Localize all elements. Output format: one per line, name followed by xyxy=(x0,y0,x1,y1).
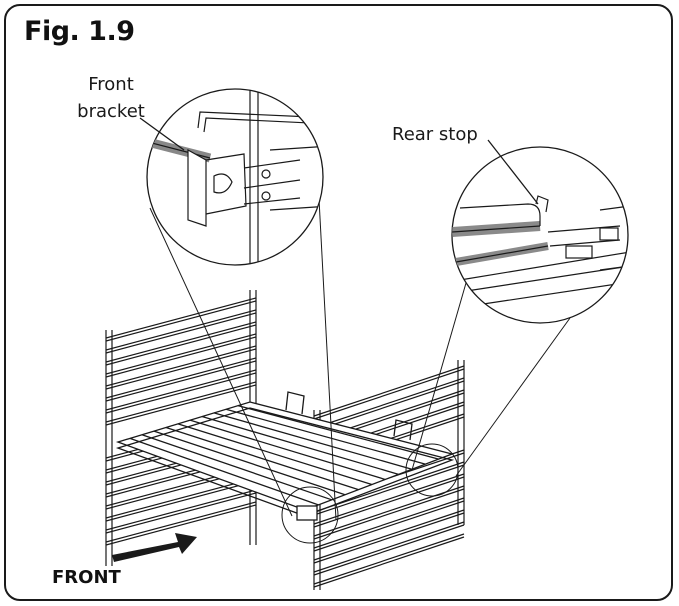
ladder-rung xyxy=(105,312,257,354)
ladder-rung xyxy=(313,464,465,516)
ladder-rung xyxy=(105,348,257,390)
shelf-wire xyxy=(177,423,373,486)
zoom-leader-lines xyxy=(149,179,571,521)
ladder-rung xyxy=(105,477,257,519)
shelf-wire xyxy=(189,419,386,481)
ladder-rung xyxy=(313,380,465,432)
figure-title: Fig. 1.9 xyxy=(24,16,135,47)
ladder-rung xyxy=(313,533,465,585)
ladder-rung xyxy=(105,309,257,351)
ladder-rung xyxy=(313,500,465,552)
ladder-rung xyxy=(105,501,257,543)
ladder-rung xyxy=(313,365,465,417)
ladder-rung xyxy=(105,333,257,375)
ladder-rung xyxy=(313,473,465,525)
shelf-wire xyxy=(225,408,426,465)
ladder-rung xyxy=(105,321,257,363)
ladder-rung xyxy=(105,300,257,342)
ladder-rung xyxy=(313,377,465,429)
rear-stop-target-circle xyxy=(405,443,459,497)
ladder-rung xyxy=(313,476,465,528)
front-bracket-label: Front bracket xyxy=(71,71,151,125)
ladder-rung xyxy=(105,384,257,426)
ladder-rung xyxy=(105,297,257,339)
ladder-rung xyxy=(105,324,257,366)
shelf-wire xyxy=(201,415,399,475)
front-direction-label: FRONT xyxy=(52,567,121,588)
shelf-wire xyxy=(237,405,439,460)
ladder-rung xyxy=(105,480,257,522)
ladder-rung xyxy=(105,504,257,546)
figure-frame xyxy=(4,4,673,601)
ladder-rung xyxy=(105,345,257,387)
ladder-rung xyxy=(313,524,465,576)
ladder-rung xyxy=(105,336,257,378)
ladder-rung xyxy=(105,492,257,534)
ladder-rung xyxy=(105,369,257,411)
ladder-rung xyxy=(105,489,257,531)
ladder-rung xyxy=(313,536,465,588)
front-bracket-target-circle xyxy=(281,486,339,544)
shelf-wire xyxy=(129,437,319,506)
ladder-rung xyxy=(105,357,257,399)
arrow-right-icon xyxy=(112,533,197,562)
ladder-rung xyxy=(313,485,465,537)
ladder-rung xyxy=(313,488,465,540)
wire-shelf xyxy=(115,391,455,521)
ladder-rung xyxy=(313,512,465,564)
ladder-rung xyxy=(105,360,257,402)
front-bracket-text: Front bracket xyxy=(77,74,145,122)
front-bracket-zoom xyxy=(146,88,324,266)
ladder-rung xyxy=(313,497,465,549)
shelf-wire xyxy=(165,426,359,491)
ladder-rung xyxy=(313,521,465,573)
ladder-rung xyxy=(313,368,465,420)
rear-stop-label: Rear stop xyxy=(392,124,478,145)
ladder-rung xyxy=(313,509,465,561)
ladder-rung xyxy=(105,381,257,423)
shelf-wire xyxy=(153,430,346,496)
rear-stop-zoom xyxy=(451,146,629,324)
ladder-rung xyxy=(105,372,257,414)
shelf-wire xyxy=(213,412,413,470)
